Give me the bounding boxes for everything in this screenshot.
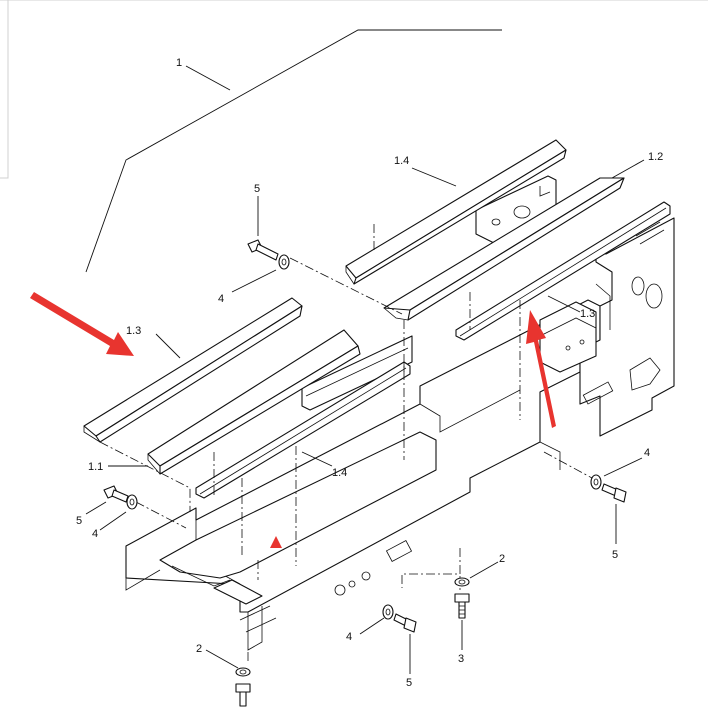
washer-4-bottom [382,604,394,620]
callout-4-right: 4 [644,447,650,459]
callout-5-top: 5 [254,183,260,195]
bolt-3 [454,593,470,619]
part-1-3-left [83,297,303,443]
bolt-5-left [103,485,129,503]
callout-4-top: 4 [218,293,224,305]
callout-1-4-mid: 1.4 [332,467,347,479]
washer-2-bottom [235,667,251,677]
callout-5-right: 5 [612,549,618,561]
leader-lines [85,159,645,674]
frame-edge [0,0,708,179]
part-1-4-top [345,139,567,285]
leader-1 [185,65,231,91]
part-1-1 [147,329,361,475]
left-inner-plate [301,335,413,411]
callout-1-4-top: 1.4 [394,155,409,167]
callout-1-1: 1.1 [88,461,103,473]
rear-upright-frame [579,217,675,437]
callout-1-3-left: 1.3 [126,325,141,337]
bottom-tray [159,431,437,605]
bolt-5-lower [235,683,251,707]
red-marker [270,536,282,548]
assembly-bracket-line [85,29,502,273]
callout-5-left: 5 [76,515,82,527]
callout-1-3-right: 1.3 [580,308,595,320]
callout-1: 1 [176,57,182,69]
callout-1-2: 1.2 [648,151,663,163]
callout-5-bottom: 5 [406,677,412,689]
callout-2-right: 2 [499,553,505,565]
washer-4-left [126,494,138,510]
callout-3: 3 [458,653,464,665]
part-1-3-right [455,201,671,341]
washer-4-right [590,474,602,490]
red-arrow-left [30,292,134,356]
red-arrow-right [526,310,556,428]
callout-4-left: 4 [92,528,98,540]
callout-4-bottom: 4 [346,631,352,643]
bolt-5-bottom [393,613,417,633]
washer-2-right [454,577,470,587]
bolt-5-top [247,239,279,261]
callout-2-bottom: 2 [196,643,202,655]
bolt-5-right [601,483,627,503]
part-1-2 [383,177,625,321]
washer-4-top [278,254,290,270]
